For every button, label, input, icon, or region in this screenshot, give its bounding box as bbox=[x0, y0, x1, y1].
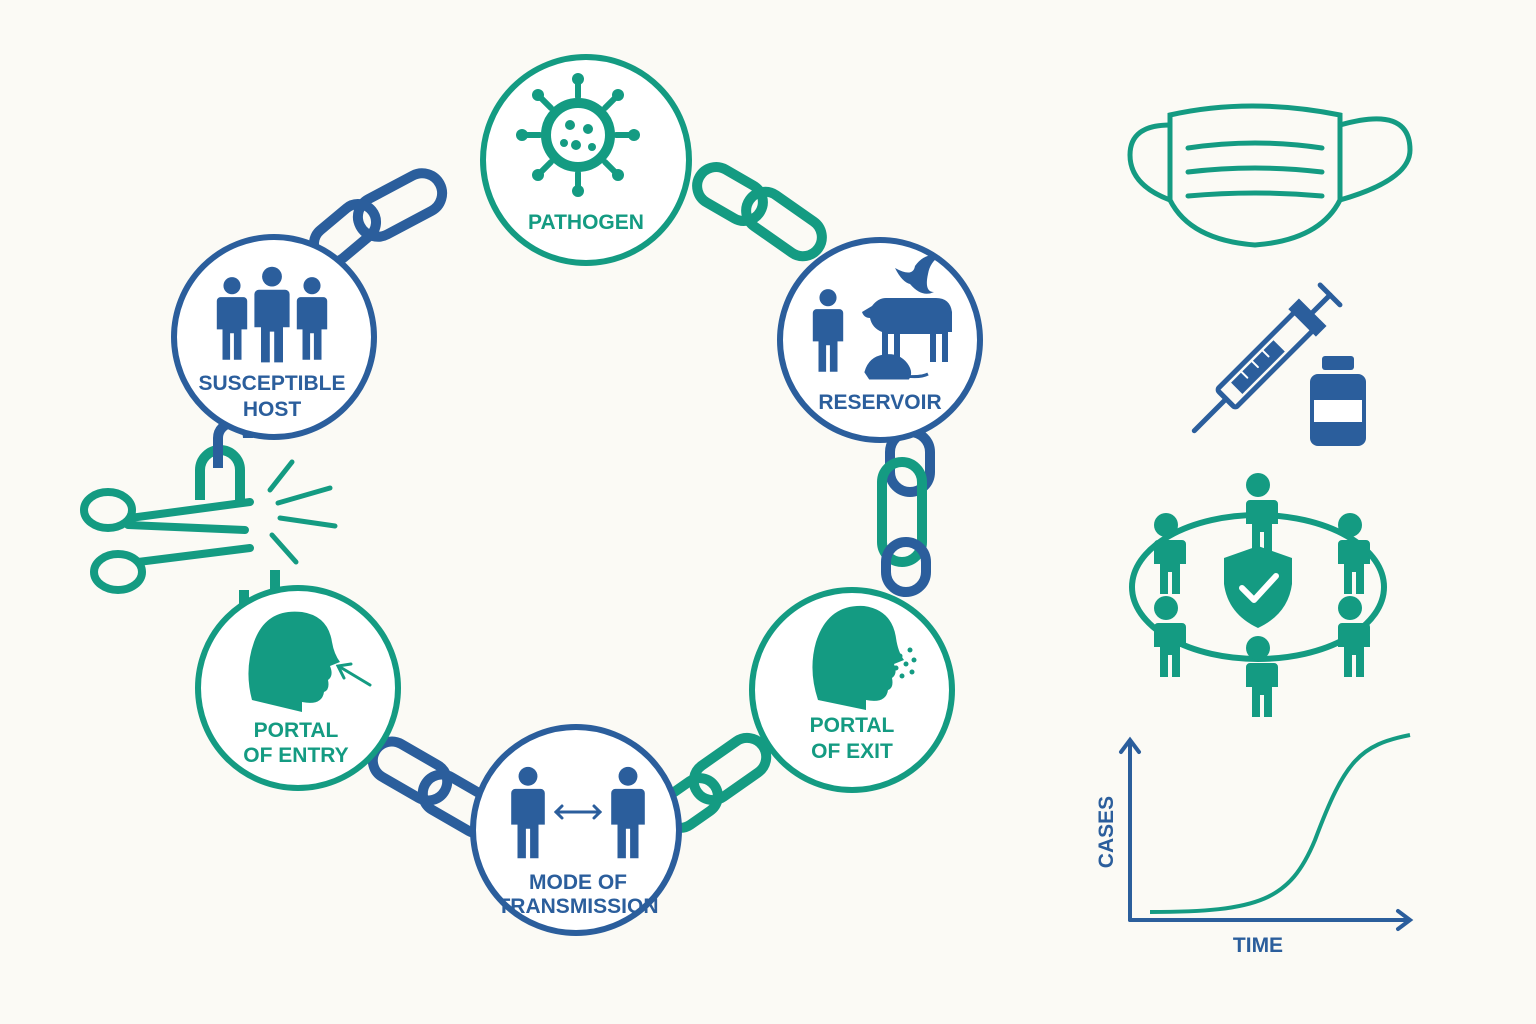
node-host: SUSCEPTIBLE HOST bbox=[171, 234, 377, 440]
pathogen-label: PATHOGEN bbox=[528, 211, 644, 234]
portal-entry-label-1: PORTAL bbox=[254, 719, 339, 742]
node-portal-entry: PORTAL OF ENTRY bbox=[195, 585, 401, 791]
node-pathogen: PATHOGEN bbox=[480, 54, 692, 266]
chain-link bbox=[352, 168, 448, 242]
head-inhaling-icon bbox=[248, 611, 372, 712]
scissors-icon bbox=[80, 488, 254, 594]
portal-entry-label-2: OF ENTRY bbox=[243, 744, 348, 767]
snip-burst-icon bbox=[267, 459, 338, 565]
portal-exit-label-2: OF EXIT bbox=[811, 740, 893, 763]
host-label-1: SUSCEPTIBLE bbox=[198, 372, 345, 395]
syringe-vial-icon bbox=[1191, 282, 1366, 446]
head-exhaling-icon bbox=[812, 605, 917, 710]
transmission-label-2: TRANSMISSION bbox=[497, 895, 658, 918]
host-label-2: HOST bbox=[243, 398, 302, 421]
reservoir-label: RESERVOIR bbox=[818, 391, 941, 414]
node-transmission: MODE OF TRANSMISSION bbox=[470, 724, 682, 936]
chain-link bbox=[881, 537, 931, 597]
chain-link bbox=[688, 732, 772, 806]
virus-icon bbox=[516, 73, 640, 197]
people-arrow-icon bbox=[511, 766, 645, 859]
epidemic-curve-icon: CASES TIME bbox=[1095, 733, 1414, 957]
node-portal-exit: PORTAL OF EXIT bbox=[749, 587, 955, 793]
person-animals-icon bbox=[812, 255, 952, 380]
portal-exit-label-1: PORTAL bbox=[810, 714, 895, 737]
transmission-label-1: MODE OF bbox=[529, 871, 627, 894]
chain-link bbox=[692, 162, 768, 226]
node-reservoir: RESERVOIR bbox=[777, 237, 983, 443]
curve-ylabel: CASES bbox=[1095, 796, 1118, 868]
chain-link bbox=[877, 457, 927, 567]
face-mask-icon bbox=[1127, 103, 1413, 248]
community-shield-icon bbox=[1129, 473, 1387, 717]
curve-xlabel: TIME bbox=[1233, 934, 1283, 957]
chain-link bbox=[741, 186, 827, 262]
cases-curve bbox=[1149, 733, 1411, 914]
